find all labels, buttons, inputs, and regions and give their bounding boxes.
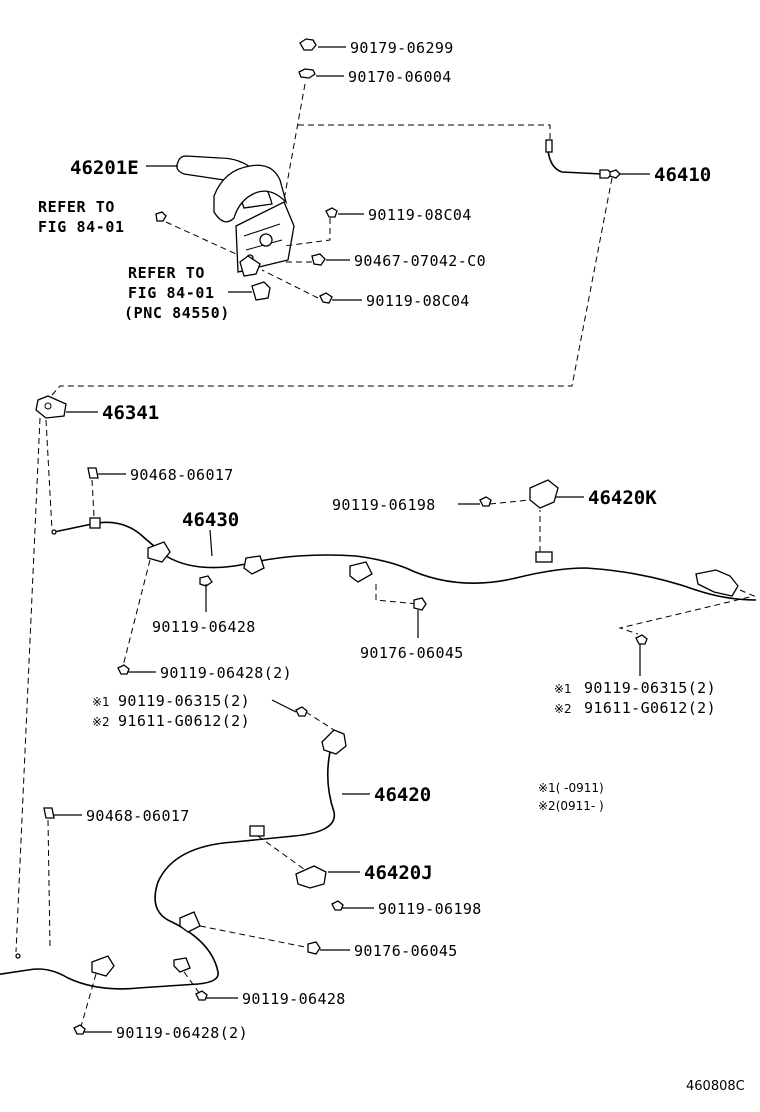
label-90119-06428-2-upper[interactable]: 90119-06428(2) <box>160 664 292 682</box>
lever-grip-46201E[interactable] <box>176 155 295 277</box>
cable-46420[interactable] <box>0 751 336 990</box>
label-46430[interactable]: 46430 <box>182 509 239 531</box>
label-46201E[interactable]: 46201E <box>70 157 139 179</box>
cable-end-46430[interactable] <box>695 569 739 597</box>
bolt-90119-06428-2-lower[interactable] <box>73 1024 86 1035</box>
nut-90176-06045-lower[interactable] <box>307 941 321 955</box>
note-1-date-range: ※1( -0911) <box>538 781 604 795</box>
washer-90170-06004[interactable] <box>298 68 316 79</box>
label-46420J[interactable]: 46420J <box>364 862 433 884</box>
bolt-90119-08C04-lower[interactable] <box>319 292 333 304</box>
nut-90176-06045-upper[interactable] <box>413 597 427 611</box>
cable-46430-drawing <box>51 467 757 675</box>
bolt-90119-06428-lower[interactable] <box>195 990 208 1001</box>
clamp-46420-lower[interactable] <box>173 957 191 973</box>
label-90119-08C04-upper[interactable]: 90119-08C04 <box>368 206 472 224</box>
leader-lines <box>54 46 650 1033</box>
clip-90468-06017-upper[interactable] <box>87 467 99 479</box>
cable-joint-46420[interactable] <box>249 825 265 837</box>
label-90119-06198-upper[interactable]: 90119-06198 <box>332 496 436 514</box>
label-refer-1-line-2[interactable]: FIG 84-01 <box>38 218 125 236</box>
mark-2-left: ※2 <box>92 715 110 729</box>
cable-46420-drawing <box>0 706 347 1035</box>
bracket-46430-left[interactable] <box>147 541 171 563</box>
label-46410[interactable]: 46410 <box>654 164 711 186</box>
label-90468-06017-upper[interactable]: 90468-06017 <box>130 466 234 484</box>
clip-90468-06017-lower[interactable] <box>43 807 55 819</box>
bracket-46420J[interactable] <box>295 865 327 889</box>
equalizer-drawing <box>15 395 67 953</box>
label-90119-06315-left[interactable]: 90119-06315(2) <box>118 692 250 710</box>
label-90119-06198-lower[interactable]: 90119-06198 <box>378 900 482 918</box>
nut-90179-06299[interactable] <box>299 38 317 51</box>
cable-46410[interactable] <box>545 139 621 179</box>
bolt-90119-06315-right[interactable] <box>635 634 648 645</box>
bolt-90467-07042-C0[interactable] <box>311 253 326 266</box>
clamp-46430-right[interactable] <box>349 561 373 583</box>
bolt-90119-06198-lower[interactable] <box>331 900 344 911</box>
note-2-date-range: ※2(0911- ) <box>538 799 604 813</box>
mark-2-right: ※2 <box>554 702 572 716</box>
label-91611-G0612-right[interactable]: 91611-G0612(2) <box>584 699 716 717</box>
clamp-46430-middle[interactable] <box>243 555 265 575</box>
label-90119-08C04-lower[interactable]: 90119-08C04 <box>366 292 470 310</box>
label-refer-2-line-2[interactable]: FIG 84-01 <box>128 284 215 302</box>
bracket-46420-left[interactable] <box>91 955 115 977</box>
lever-assembly-drawing <box>43 38 621 405</box>
bracket-pnc-84550[interactable] <box>251 281 271 301</box>
clamp-46420-middle[interactable] <box>179 911 201 933</box>
label-refer-2-line-1: REFER TO <box>128 264 205 282</box>
bolt-90119-06198-upper[interactable] <box>479 496 492 507</box>
part-labels: 90179-06299 90170-06004 46201E 46410 REF… <box>38 39 745 1094</box>
label-46420[interactable]: 46420 <box>374 784 431 806</box>
label-90176-06045-upper[interactable]: 90176-06045 <box>360 644 464 662</box>
bolt-90119-06428-2-upper[interactable] <box>117 664 130 675</box>
label-90170-06004[interactable]: 90170-06004 <box>348 68 452 86</box>
label-refer-2-line-3: (PNC 84550) <box>124 304 230 322</box>
figure-code: 460808C <box>686 1079 745 1094</box>
label-90176-06045-lower[interactable]: 90176-06045 <box>354 942 458 960</box>
label-90119-06428-lower[interactable]: 90119-06428 <box>242 990 346 1008</box>
bolt-90119-06428-upper[interactable] <box>199 575 213 587</box>
mark-1-right: ※1 <box>554 682 572 696</box>
label-46341[interactable]: 46341 <box>102 402 159 424</box>
bolt-90119-06315-left[interactable] <box>295 706 308 717</box>
label-90468-06017-lower[interactable]: 90468-06017 <box>86 807 190 825</box>
cable-end-46420[interactable] <box>321 729 347 755</box>
bolt-refer-fig-84-01[interactable] <box>155 211 167 222</box>
label-91611-G0612-left[interactable]: 91611-G0612(2) <box>118 712 250 730</box>
label-90119-06428-upper[interactable]: 90119-06428 <box>152 618 256 636</box>
label-90119-06315-right[interactable]: 90119-06315(2) <box>584 679 716 697</box>
bracket-46420K[interactable] <box>529 479 559 509</box>
label-90467-07042-C0[interactable]: 90467-07042-C0 <box>354 252 486 270</box>
bolt-90119-08C04-upper[interactable] <box>325 207 338 218</box>
label-46420K[interactable]: 46420K <box>588 487 657 509</box>
mark-1-left: ※1 <box>92 695 110 709</box>
label-90119-06428-2-lower[interactable]: 90119-06428(2) <box>116 1024 248 1042</box>
cable-joint-46430[interactable] <box>535 551 553 563</box>
label-90179-06299[interactable]: 90179-06299 <box>350 39 454 57</box>
label-refer-1-line-1: REFER TO <box>38 198 115 216</box>
